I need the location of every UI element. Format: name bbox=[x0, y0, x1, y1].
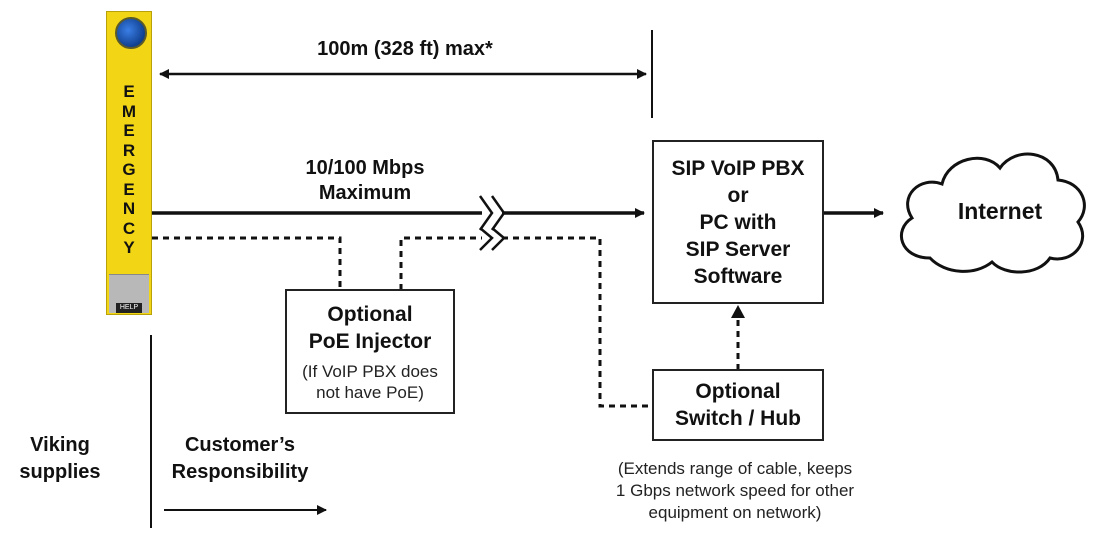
emergency-letter: C bbox=[122, 218, 136, 238]
customer-label-line: Customer’s bbox=[184, 434, 296, 456]
blue-light-icon bbox=[115, 17, 147, 49]
emergency-letter: N bbox=[122, 199, 136, 218]
switch-note-line: (Extends range of cable, keeps bbox=[617, 459, 853, 478]
speaker-panel: HELP bbox=[109, 274, 149, 313]
internet-label: Internet bbox=[957, 198, 1043, 224]
sip-pbx-box: SIP VoIP PBX or PC with SIP Server Softw… bbox=[652, 140, 824, 304]
switch-note: (Extends range of cable, keeps 1 Gbps ne… bbox=[585, 458, 885, 524]
poe-note: (If VoIP PBX does not have PoE) bbox=[302, 361, 438, 403]
switch-dashed-line bbox=[502, 236, 652, 408]
poe-dashed-line-out bbox=[399, 236, 482, 290]
poe-note-line: (If VoIP PBX does bbox=[302, 361, 438, 381]
help-button: HELP bbox=[116, 303, 142, 313]
pbx-line: PC with bbox=[699, 210, 777, 234]
distance-label: 100m (328 ft) max* bbox=[317, 38, 493, 60]
cable-break-symbol bbox=[478, 195, 506, 231]
switch-to-pbx-arrowhead bbox=[731, 305, 745, 318]
customer-responsibility-label: Customer’s Responsibility bbox=[160, 432, 320, 486]
speed-label: 10/100 Mbps Maximum bbox=[260, 156, 470, 206]
pbx-line: SIP Server bbox=[685, 237, 791, 261]
pbx-line: SIP VoIP PBX bbox=[671, 156, 805, 180]
poe-title-line: Optional bbox=[327, 302, 413, 326]
speed-label-line: 10/100 Mbps bbox=[305, 157, 425, 179]
poe-note-line: not have PoE) bbox=[316, 382, 424, 402]
switch-note-line: equipment on network) bbox=[648, 503, 822, 522]
switch-hub-box: Optional Switch / Hub bbox=[652, 369, 824, 441]
internet-cloud bbox=[899, 152, 1086, 274]
emergency-letter: M bbox=[121, 101, 137, 121]
emergency-phone: E M E R G E N C Y HELP bbox=[106, 11, 152, 315]
emergency-letter: R bbox=[122, 140, 136, 160]
switch-title-line: Optional bbox=[695, 380, 781, 403]
emergency-letter: G bbox=[122, 160, 136, 179]
poe-injector-box: Optional PoE Injector (If VoIP PBX does … bbox=[285, 289, 455, 414]
viking-label-line: Viking bbox=[30, 434, 90, 456]
poe-title-line: PoE Injector bbox=[308, 329, 432, 353]
pbx-line: or bbox=[727, 183, 749, 207]
emergency-letter: E bbox=[123, 179, 135, 199]
viking-label-line: supplies bbox=[19, 461, 101, 483]
poe-dashed-line-in bbox=[152, 236, 342, 290]
speed-label-line: Maximum bbox=[318, 182, 412, 204]
emergency-letter: Y bbox=[123, 238, 135, 257]
emergency-letter: E bbox=[123, 82, 135, 101]
customer-label-line: Responsibility bbox=[171, 461, 309, 483]
emergency-letter: E bbox=[123, 121, 135, 140]
switch-title-line: Switch / Hub bbox=[675, 407, 801, 430]
viking-supplies-label: Viking supplies bbox=[10, 432, 110, 486]
switch-break-symbol bbox=[479, 227, 506, 251]
pbx-line: Software bbox=[693, 264, 783, 288]
switch-note-line: 1 Gbps network speed for other bbox=[615, 481, 855, 500]
emergency-label: E M E R G E N C Y bbox=[107, 82, 151, 258]
